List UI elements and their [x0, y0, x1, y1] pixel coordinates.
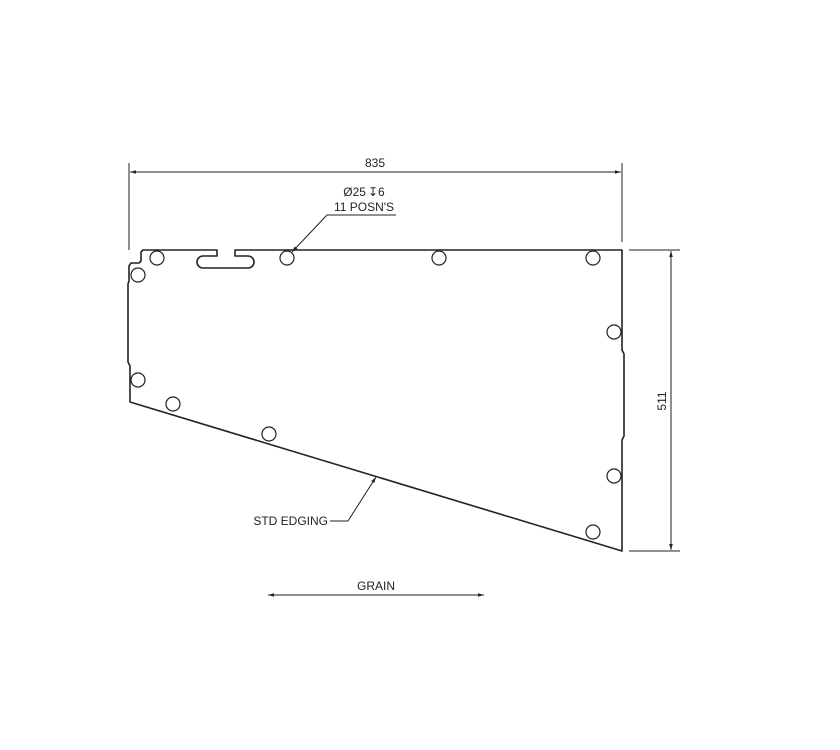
hole-10	[606, 468, 622, 484]
edging-callout-leader	[347, 476, 377, 522]
hole-2	[279, 250, 295, 266]
hole-11	[585, 524, 601, 540]
callout-leader	[291, 214, 328, 253]
hole-group	[130, 250, 622, 540]
height-dimension-label: 511	[655, 391, 669, 410]
hole-5	[130, 267, 146, 283]
hole-9	[261, 426, 277, 442]
hole-callout: Ø25↧6 11 POSN'S	[291, 185, 396, 253]
hole-7	[130, 372, 146, 388]
grain-label: GRAIN	[357, 579, 395, 593]
hole-1	[149, 250, 165, 266]
hole-callout-spec: Ø25↧6	[343, 185, 385, 199]
height-dimension: 511	[629, 249, 680, 552]
hole-callout-count: 11 POSN'S	[334, 200, 394, 214]
edging-callout: STD EDGING	[253, 476, 377, 528]
panel-outline	[127, 249, 625, 552]
width-dimension-label: 835	[365, 156, 385, 170]
hole-4	[585, 250, 601, 266]
hole-6	[606, 324, 622, 340]
width-dimension: 835	[128, 156, 623, 250]
hole-8	[165, 396, 181, 412]
edging-callout-label: STD EDGING	[253, 514, 328, 528]
grain-indicator: GRAIN	[268, 579, 484, 597]
hole-3	[431, 250, 447, 266]
